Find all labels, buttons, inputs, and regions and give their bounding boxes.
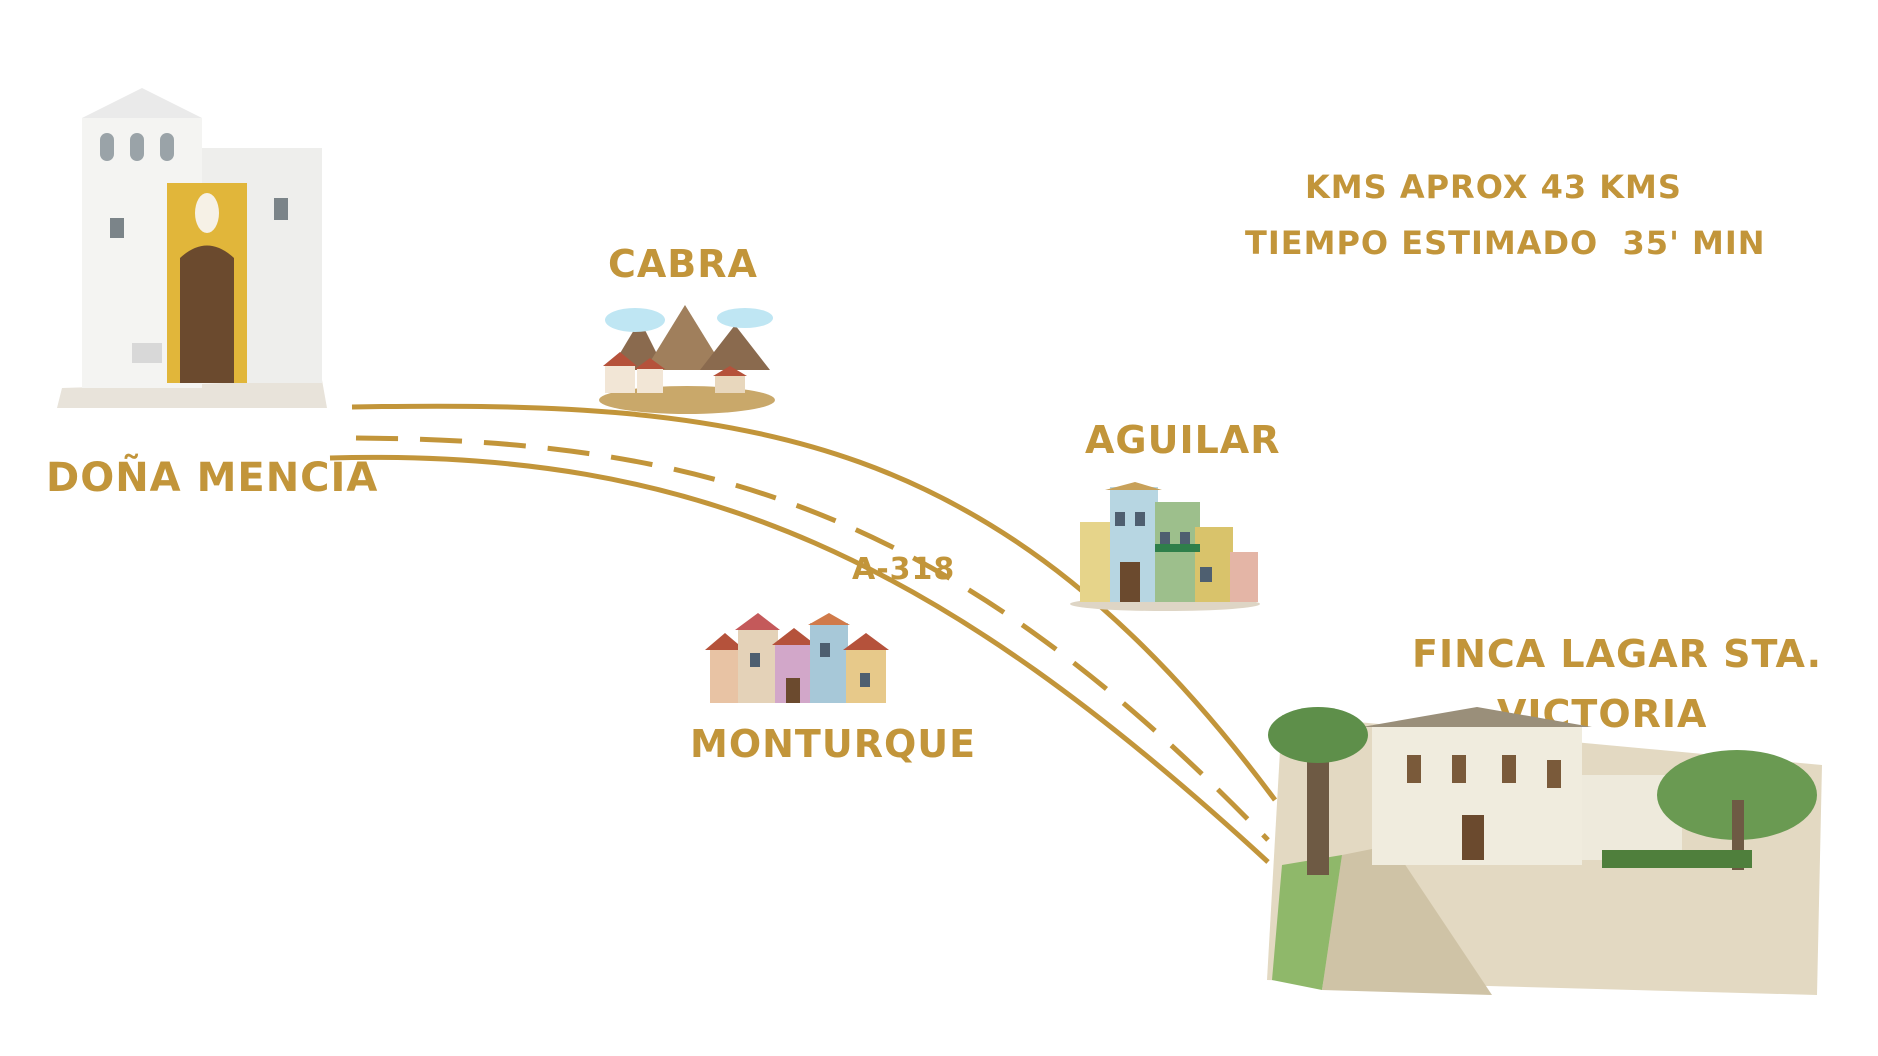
church-illustration <box>57 88 327 408</box>
route-line-dashed <box>355 435 1270 842</box>
origin-label: DOÑA MENCIA <box>46 455 379 501</box>
colorful-houses-illustration <box>1070 482 1260 611</box>
village-houses-illustration <box>705 613 889 703</box>
estate-courtyard-illustration <box>1267 707 1822 995</box>
town-label-cabra: CABRA <box>608 242 758 286</box>
time-text: TIEMPO ESTIMADO 35' MIN <box>1245 224 1766 262</box>
route-line-upper <box>351 403 1278 802</box>
route-line-lower <box>329 454 1270 864</box>
road-label: A-318 <box>852 552 956 587</box>
town-label-aguilar: AGUILAR <box>1085 418 1281 462</box>
mountain-village-illustration <box>599 305 775 414</box>
distance-text: KMS APROX 43 KMS <box>1305 168 1682 206</box>
destination-label-line1: FINCA LAGAR STA. <box>1412 632 1823 676</box>
town-label-monturque: MONTURQUE <box>690 722 977 766</box>
